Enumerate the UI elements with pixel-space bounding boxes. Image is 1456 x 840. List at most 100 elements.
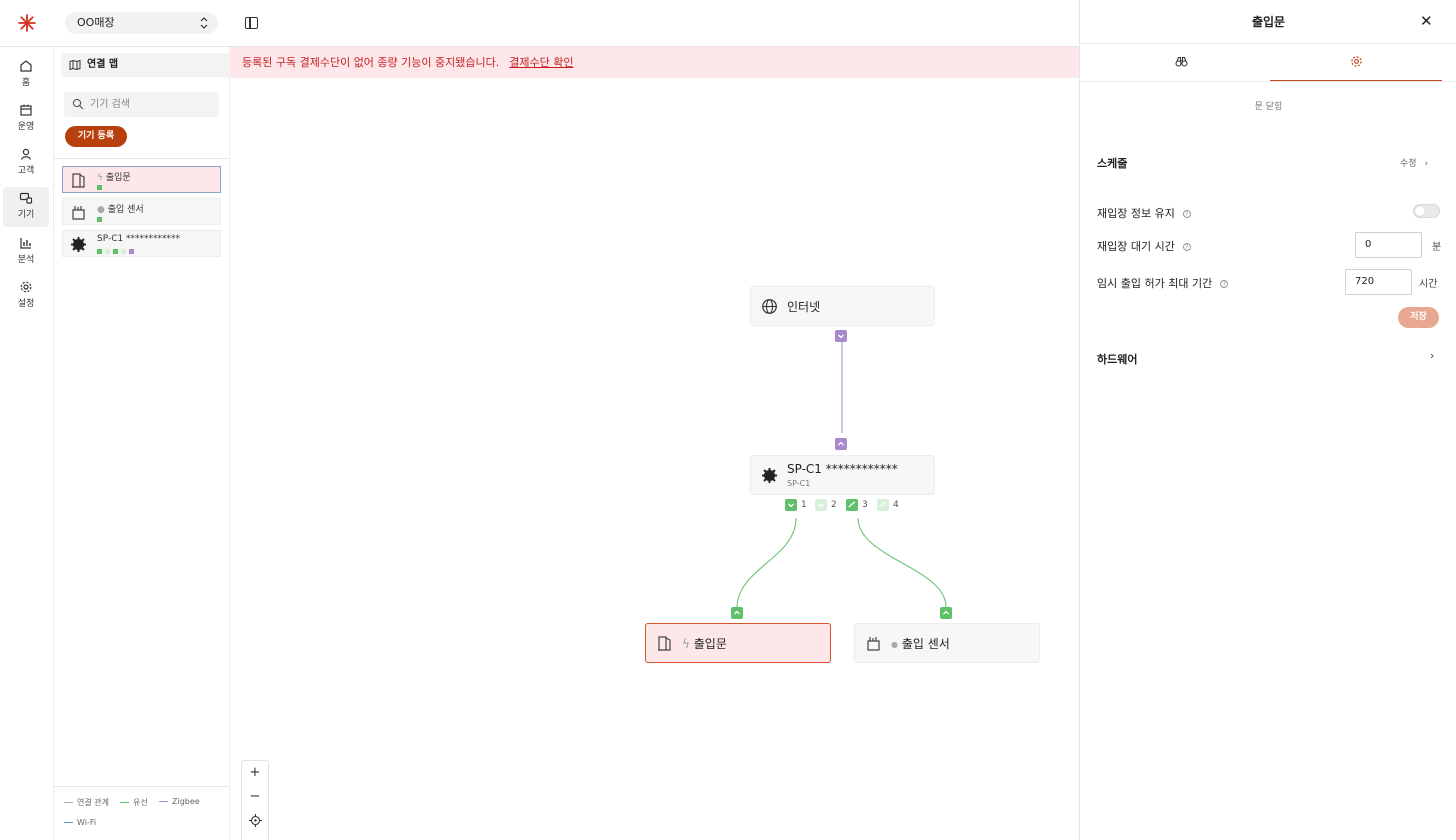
reentry-keep-label: 재입장 정보 유지? xyxy=(1097,205,1191,221)
recenter-button[interactable] xyxy=(242,809,268,833)
device-status-dots xyxy=(97,217,105,222)
detail-divider xyxy=(1080,43,1456,44)
hub-port-1[interactable] xyxy=(785,499,797,511)
door-icon xyxy=(72,173,85,188)
port-number: 1 xyxy=(801,500,807,510)
header-divider xyxy=(0,46,1079,47)
port-number: 3 xyxy=(862,500,868,510)
sensor-node[interactable]: ● 출입 센서 xyxy=(854,623,1040,663)
person-icon xyxy=(20,148,32,160)
banner-message: 등록된 구독 결제수단이 없어 종량 기능이 중지됐습니다. xyxy=(242,56,500,69)
hub-icon xyxy=(762,468,777,483)
nav-item-operation[interactable]: 운영 xyxy=(3,99,49,139)
store-name: OO매장 xyxy=(77,16,115,29)
link-icon xyxy=(848,501,856,508)
nav-item-home[interactable]: 홈 xyxy=(3,55,49,95)
chevron-updown-icon xyxy=(200,17,208,29)
hours-unit: 시간 xyxy=(1419,279,1438,290)
chevron-down-icon xyxy=(788,503,794,508)
nav-item-devices[interactable]: 기기 xyxy=(3,187,49,227)
device-list-item-sensor[interactable]: ● 출입 센서 xyxy=(62,198,221,225)
dot-icon: ● xyxy=(97,205,105,215)
hub-port-up[interactable] xyxy=(835,438,847,450)
internet-node[interactable]: 인터넷 xyxy=(750,286,935,326)
legend-wired: 유선 xyxy=(120,797,148,808)
brand-logo-icon xyxy=(18,14,36,32)
sidebar-toggle-icon[interactable] xyxy=(245,17,258,29)
hub-node-label: SP-C1 ************ xyxy=(787,462,898,476)
chevron-up-icon xyxy=(838,441,844,446)
hub-port-2[interactable] xyxy=(815,499,827,511)
device-list-item-door[interactable]: ϟ 출입문 xyxy=(62,166,221,193)
nav-label: 분석 xyxy=(17,255,35,265)
payment-warning-banner: 등록된 구독 결제수단이 없어 종량 기능이 중지됐습니다. 결제수단 확인 xyxy=(230,47,1079,78)
door-state-text: 문 닫힘 xyxy=(1254,102,1283,112)
port-number: 4 xyxy=(893,500,899,510)
door-icon xyxy=(658,636,671,651)
reentry-wait-input[interactable]: 0 xyxy=(1355,232,1422,258)
home-icon xyxy=(20,60,32,72)
hub-node[interactable]: SP-C1 ************ SP-C1 xyxy=(750,455,935,495)
globe-icon xyxy=(762,299,777,314)
device-name: ● 출입 센서 xyxy=(97,205,144,215)
calendar-icon xyxy=(20,104,32,116)
device-list-item-hub[interactable]: SP-C1 ************ xyxy=(62,230,221,257)
device-detail-panel: 출입문 ✕ 문 닫힘 스케줄 수정 › 재입장 정보 유지? 재입장 대기 시간… xyxy=(1079,0,1456,840)
schedule-edit-button[interactable]: 수정 › xyxy=(1400,156,1428,169)
tab-monitor[interactable] xyxy=(1095,44,1267,82)
help-icon[interactable]: ? xyxy=(1220,280,1229,288)
tab-divider xyxy=(1080,81,1456,82)
sensor-node-label: ● 출입 센서 xyxy=(891,637,950,651)
check-payment-link[interactable]: 결제수단 확인 xyxy=(509,56,574,69)
help-icon[interactable]: ? xyxy=(1182,210,1191,218)
hub-port-3[interactable] xyxy=(846,499,858,511)
register-device-button[interactable]: 기기 등록 xyxy=(65,126,127,147)
legend-wifi: Wi-Fi xyxy=(64,818,96,827)
tab-settings[interactable] xyxy=(1270,44,1442,82)
hub-icon xyxy=(71,237,86,252)
store-select[interactable]: OO매장 xyxy=(65,12,218,34)
sensor-icon xyxy=(72,206,85,220)
temp-access-label: 임시 출입 허가 최대 기간? xyxy=(1097,275,1229,291)
edit-label: 수정 xyxy=(1400,159,1417,169)
nav-item-settings[interactable]: 설정 xyxy=(3,276,49,316)
help-icon[interactable]: ? xyxy=(1182,243,1191,251)
nav-item-customer[interactable]: 고객 xyxy=(3,143,49,183)
reentry-keep-toggle[interactable] xyxy=(1413,204,1440,218)
device-name: ϟ 출입문 xyxy=(97,173,131,183)
detail-title: 출입문 xyxy=(1251,15,1286,29)
temp-access-input[interactable]: 720 xyxy=(1345,269,1412,295)
hardware-label[interactable]: 하드웨어 xyxy=(1097,353,1138,366)
chevron-up-icon xyxy=(734,610,740,615)
close-icon[interactable]: ✕ xyxy=(1420,12,1433,30)
panel-divider xyxy=(54,158,230,159)
device-status-dots xyxy=(97,185,105,190)
chevron-right-icon[interactable]: › xyxy=(1430,349,1435,362)
save-button[interactable]: 저장 xyxy=(1398,307,1439,328)
chevron-right-icon: › xyxy=(1424,159,1429,169)
internet-port-down[interactable] xyxy=(835,330,847,342)
port-number: 2 xyxy=(831,500,837,510)
wired-link-door xyxy=(736,517,797,608)
search-icon xyxy=(72,98,84,110)
device-name: SP-C1 ************ xyxy=(97,234,181,244)
link-icon xyxy=(879,501,887,508)
door-port-up[interactable] xyxy=(731,607,743,619)
zoom-in-button[interactable]: + xyxy=(249,765,261,780)
connection-map-canvas[interactable]: 인터넷 SP-C1 ************ SP-C1 1 2 3 4 ϟ 출… xyxy=(230,78,1079,840)
hub-port-4[interactable] xyxy=(877,499,889,511)
zoom-out-button[interactable]: − xyxy=(249,789,261,804)
legend-zigbee: Zigbee xyxy=(159,797,200,806)
crosshair-icon xyxy=(248,814,262,827)
gear-icon xyxy=(1351,56,1362,67)
bolt-icon: ϟ xyxy=(682,637,690,651)
schedule-label: 스케줄 xyxy=(1097,157,1128,170)
device-search-input[interactable]: 기기 검색 xyxy=(64,92,219,117)
bolt-icon: ϟ xyxy=(97,173,103,183)
nav-item-analytics[interactable]: 분석 xyxy=(3,232,49,272)
sensor-icon xyxy=(867,637,880,651)
dot-icon: ● xyxy=(891,640,898,649)
door-node[interactable]: ϟ 출입문 xyxy=(645,623,831,663)
sensor-port-up[interactable] xyxy=(940,607,952,619)
connection-legend: 연결 관계 유선 Zigbee Wi-Fi xyxy=(54,786,230,840)
